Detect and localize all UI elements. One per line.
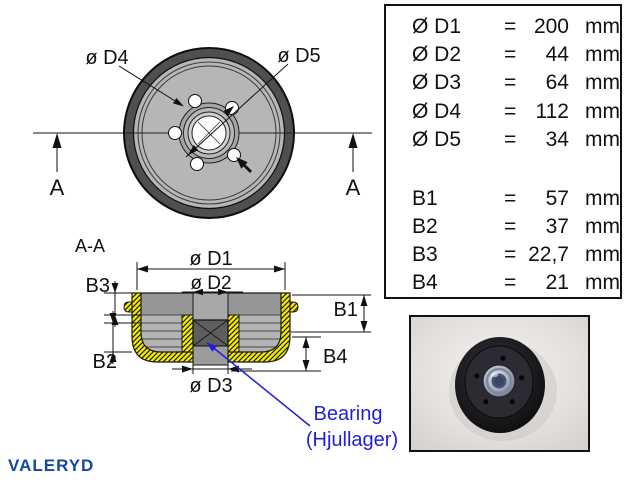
equals-sign: =	[503, 128, 517, 151]
label-b3: B3	[86, 275, 110, 297]
bearing-callout: Bearing (Hjullager)	[206, 342, 398, 451]
dim-label: Ø D3	[412, 71, 462, 94]
section-letter-left: A	[50, 175, 65, 200]
dim-value: 200	[533, 15, 569, 38]
label-d4: ø D4	[85, 47, 128, 69]
dim-unit: mm	[584, 128, 620, 151]
dim-value: 22,7	[528, 243, 569, 266]
bearing-callout-line2: (Hjullager)	[306, 429, 398, 451]
dim-unit: mm	[584, 100, 620, 123]
d1-dimension	[136, 262, 286, 290]
b2-dimension	[104, 311, 141, 364]
left-wall-section	[131, 292, 194, 363]
dim-label: Ø D1	[412, 15, 462, 38]
dimensions-table: Ø D1 = 200 mm Ø D2 = 44 mm Ø D3 = 64 mm Ø D4 = 112 m…	[384, 4, 622, 299]
front-view-drawing: A A ø D4 ø D5	[33, 45, 372, 219]
section-view-drawing: A-A	[75, 236, 398, 451]
b4-dimension	[231, 336, 321, 372]
dim-unit: mm	[584, 43, 620, 66]
section-marker-left: A	[50, 133, 65, 200]
section-letter-right: A	[346, 175, 361, 200]
technical-drawing: A A ø D4 ø D5 A-A	[33, 45, 398, 451]
table-row: Ø D4 = 112 mm	[386, 98, 620, 126]
label-d1: ø D1	[189, 248, 232, 270]
equals-sign: =	[503, 243, 517, 266]
bolt-hole-arrow	[236, 157, 253, 174]
label-d2: ø D2	[190, 273, 231, 294]
label-b1: B1	[334, 299, 358, 321]
label-d5: ø D5	[277, 45, 320, 67]
table-row: Ø D2 = 44 mm	[386, 41, 620, 69]
table-row: B2 = 37 mm	[386, 213, 620, 241]
dim-label: B3	[412, 243, 438, 266]
table-row: B1 = 57 mm	[386, 185, 620, 213]
bearing-section	[192, 319, 229, 347]
equals-sign: =	[503, 271, 517, 294]
equals-sign: =	[503, 71, 517, 94]
d2-dimension	[182, 288, 243, 296]
dim-unit: mm	[584, 215, 620, 238]
table-row: B3 = 22,7 mm	[386, 241, 620, 269]
product-photo	[409, 315, 590, 452]
dim-label: B2	[412, 215, 438, 238]
dim-value: 21	[545, 271, 569, 294]
dim-label: Ø D2	[412, 43, 462, 66]
dim-unit: mm	[584, 71, 620, 94]
dim-value: 37	[545, 215, 569, 238]
dim-unit: mm	[584, 15, 620, 38]
dim-value: 112	[535, 100, 569, 123]
dim-label: B1	[412, 187, 438, 210]
bearing-callout-line1: Bearing	[314, 403, 383, 425]
dim-unit: mm	[584, 243, 620, 266]
equals-sign: =	[503, 215, 517, 238]
label-b2: B2	[93, 351, 117, 373]
label-d3: ø D3	[189, 375, 232, 397]
section-marker-right: A	[346, 133, 361, 200]
b1-dimension	[291, 294, 371, 333]
dim-value: 34	[545, 128, 569, 151]
dim-value: 64	[545, 71, 569, 94]
product-photo-image	[411, 317, 588, 450]
table-row: Ø D5 = 34 mm	[386, 126, 620, 154]
dim-value: 44	[545, 43, 569, 66]
label-b4: B4	[323, 346, 347, 368]
equals-sign: =	[503, 43, 517, 66]
table-row: B4 = 21 mm	[386, 269, 620, 297]
table-row: Ø D3 = 64 mm	[386, 69, 620, 97]
section-title: A-A	[75, 236, 105, 256]
right-wall-section	[227, 292, 291, 363]
equals-sign: =	[503, 100, 517, 123]
dim-value: 57	[545, 187, 569, 210]
equals-sign: =	[503, 187, 517, 210]
table-row: Ø D1 = 200 mm	[386, 13, 620, 41]
d4-leader-arrow	[118, 65, 184, 107]
d5-dimension-line	[185, 63, 289, 158]
dim-unit: mm	[584, 271, 620, 294]
valeryd-logo: VALERYD	[8, 456, 95, 475]
dim-label: Ø D4	[412, 100, 462, 123]
dim-label: B4	[412, 271, 438, 294]
dim-unit: mm	[584, 187, 620, 210]
dim-label: Ø D5	[412, 128, 462, 151]
equals-sign: =	[503, 15, 517, 38]
